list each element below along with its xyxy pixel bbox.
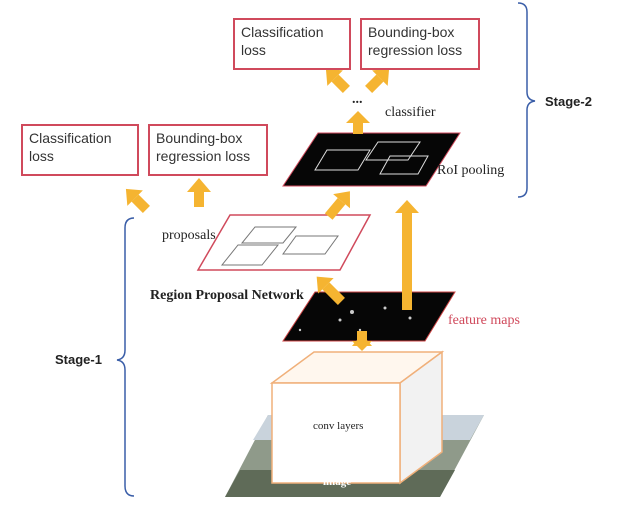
classifier-label: classifier (385, 105, 436, 120)
image-label: image (323, 476, 352, 488)
ellipsis-label: ... (352, 92, 363, 107)
roi-pooling-label: RoI pooling (437, 163, 505, 178)
arrow-to-stage1-cls (125, 188, 150, 213)
arrow-features-to-proposals (316, 276, 345, 305)
stage-1-bracket (116, 217, 135, 497)
stage1-classification-loss-box: Classification loss (21, 124, 139, 176)
stage1-bbox-regression-loss-box: Bounding-box regression loss (148, 124, 268, 176)
arrow-to-stage2-cls (325, 68, 350, 93)
rpn-label: Region Proposal Network (150, 288, 304, 303)
arrow-to-stage1-bbox (194, 191, 204, 207)
stage-2-bracket (517, 2, 536, 198)
feature-maps-plane (282, 291, 456, 342)
proposals-plane (196, 214, 372, 271)
stage-2-label: Stage-2 (545, 94, 592, 109)
conv-layers-label: conv layers (313, 420, 364, 432)
stage2-bbox-regression-loss-box: Bounding-box regression loss (360, 18, 480, 70)
arrow-features-to-roi (402, 212, 412, 310)
arrow-to-stage2-bbox (365, 68, 390, 93)
stage2-classification-loss-box: Classification loss (233, 18, 351, 70)
stage-1-label: Stage-1 (55, 352, 102, 367)
arrow-roi-to-classifier (353, 122, 363, 134)
feature-maps-label: feature maps (448, 313, 520, 328)
roi-pooling-plane (282, 132, 461, 187)
proposals-label: proposals (162, 228, 216, 243)
arrow-proposals-to-roi (324, 191, 350, 220)
conv-layers-cube (269, 350, 445, 485)
